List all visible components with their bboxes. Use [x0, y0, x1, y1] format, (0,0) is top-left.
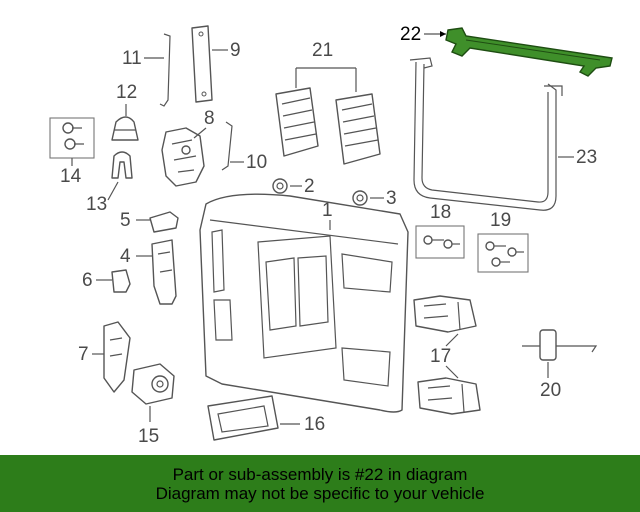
callout-3[interactable]: 3 [386, 188, 397, 209]
part-6-bracket[interactable] [111, 269, 131, 293]
part-9-strip[interactable] [191, 25, 213, 103]
part-21-vent-right[interactable] [335, 93, 381, 165]
part-3-grommet[interactable] [352, 190, 368, 206]
part-2-grommet[interactable] [272, 178, 288, 194]
part-8-latch[interactable] [161, 127, 205, 187]
part-21-vent-left[interactable] [275, 87, 319, 157]
part-13-clip[interactable] [111, 151, 133, 179]
leader-17 [445, 333, 459, 379]
part-19-box[interactable] [477, 233, 529, 273]
banner-line-1: Part or sub-assembly is #22 in diagram [172, 464, 468, 484]
callout-15[interactable]: 15 [138, 426, 159, 447]
part-18-box[interactable] [415, 225, 465, 259]
callout-16[interactable]: 16 [304, 414, 325, 435]
part-20-strap[interactable] [522, 329, 598, 361]
callout-11[interactable]: 11 [122, 48, 142, 69]
callout-8[interactable]: 8 [204, 108, 215, 129]
callout-10[interactable]: 10 [246, 152, 267, 173]
arrow-22 [440, 31, 446, 37]
callout-20[interactable]: 20 [540, 380, 561, 401]
part-17-hinge-upper[interactable] [413, 295, 477, 333]
callout-19[interactable]: 19 [490, 210, 511, 231]
callout-7[interactable]: 7 [78, 344, 89, 365]
part-4-bracket[interactable] [151, 239, 177, 305]
callout-5[interactable]: 5 [120, 210, 131, 231]
callout-2[interactable]: 2 [304, 176, 315, 197]
leader-21 [295, 67, 357, 92]
part-22-highlighted[interactable] [445, 27, 613, 77]
callout-18[interactable]: 18 [430, 202, 451, 223]
callout-9[interactable]: 9 [230, 40, 241, 61]
callout-13[interactable]: 13 [86, 194, 107, 215]
part-16-panel[interactable] [207, 395, 279, 441]
leader-13 [107, 181, 119, 201]
part-10-rod[interactable] [221, 121, 233, 171]
callout-14[interactable]: 14 [60, 166, 82, 187]
part-19-bolts [485, 241, 524, 267]
part-7-handle[interactable] [103, 321, 131, 393]
part-17-hinge-lower[interactable] [417, 377, 481, 415]
part-18-bolts [423, 235, 460, 249]
callout-17[interactable]: 17 [430, 346, 451, 367]
parts-diagram: 22 23 21 9 11 12 [49, 24, 613, 447]
banner-line-2: Diagram may not be specific to your vehi… [155, 483, 485, 503]
callout-23[interactable]: 23 [576, 147, 597, 168]
info-banner: Part or sub-assembly is #22 in diagram D… [0, 455, 640, 512]
callout-6[interactable]: 6 [82, 270, 93, 291]
callout-4[interactable]: 4 [120, 246, 131, 267]
part-5-bracket[interactable] [149, 211, 179, 233]
part-15-lock[interactable] [131, 363, 175, 405]
callout-12[interactable]: 12 [116, 82, 137, 103]
part-23-seal[interactable] [409, 57, 563, 211]
callout-1[interactable]: 1 [322, 200, 333, 221]
leader-8 [193, 127, 207, 139]
callout-21[interactable]: 21 [312, 40, 333, 61]
part-11-rod[interactable] [159, 33, 171, 107]
part-12-bumper[interactable] [111, 116, 139, 141]
part-14-fasteners [62, 122, 84, 150]
callout-22[interactable]: 22 [400, 24, 421, 45]
part-1-tailgate-panel[interactable] [199, 193, 409, 413]
